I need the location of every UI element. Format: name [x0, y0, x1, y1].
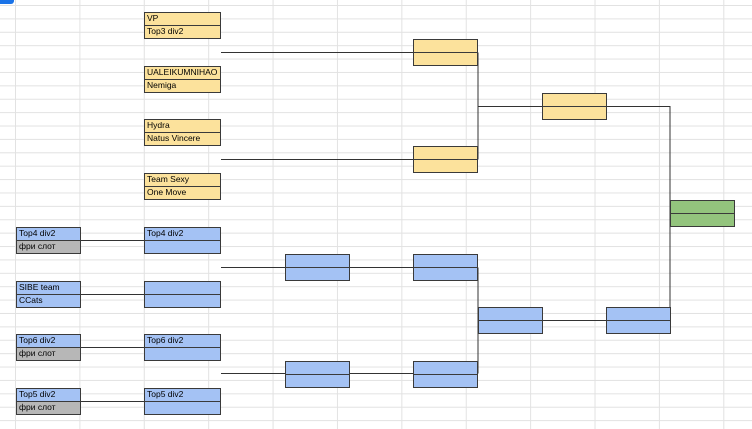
team-cell[interactable]	[413, 375, 478, 388]
team-cell[interactable]: One Move	[144, 187, 221, 200]
free-slot-cell[interactable]: фри слот	[16, 348, 81, 361]
grand-final-cell[interactable]	[670, 214, 735, 227]
team-cell[interactable]	[285, 361, 350, 375]
team-cell[interactable]	[144, 241, 221, 254]
team-cell[interactable]: Top6 div2	[16, 334, 81, 348]
team-cell[interactable]: Hydra	[144, 119, 221, 133]
team-cell[interactable]	[606, 307, 671, 321]
team-cell[interactable]: Top5 div2	[16, 388, 81, 402]
team-cell[interactable]: Top4 div2	[16, 227, 81, 241]
team-cell[interactable]	[413, 53, 478, 66]
team-cell[interactable]: CCats	[16, 295, 81, 308]
team-cell[interactable]: UALEIKUMNIHAO	[144, 66, 221, 80]
team-cell[interactable]	[413, 361, 478, 375]
team-cell[interactable]	[144, 402, 221, 415]
team-cell[interactable]: Top4 div2	[144, 227, 221, 241]
team-cell[interactable]	[413, 39, 478, 53]
team-cell[interactable]: Top3 div2	[144, 26, 221, 39]
team-cell[interactable]	[413, 146, 478, 160]
team-cell[interactable]: VP	[144, 12, 221, 26]
team-cell[interactable]	[478, 321, 543, 334]
sheet-corner-indicator	[0, 0, 14, 4]
free-slot-cell[interactable]: фри слот	[16, 402, 81, 415]
team-cell[interactable]	[542, 93, 607, 107]
team-cell[interactable]	[144, 281, 221, 295]
team-cell[interactable]	[413, 254, 478, 268]
team-cell[interactable]: Top5 div2	[144, 388, 221, 402]
team-cell[interactable]	[285, 254, 350, 268]
grand-final-cell[interactable]	[670, 200, 735, 214]
team-cell[interactable]	[413, 268, 478, 281]
team-cell[interactable]: Natus Vincere	[144, 133, 221, 146]
team-cell[interactable]: Nemiga	[144, 80, 221, 93]
team-cell[interactable]: Top6 div2	[144, 334, 221, 348]
team-cell[interactable]	[542, 107, 607, 120]
connector-grand-final-ub	[607, 106, 671, 321]
team-cell[interactable]	[478, 307, 543, 321]
team-cell[interactable]	[285, 268, 350, 281]
team-cell[interactable]	[285, 375, 350, 388]
team-cell[interactable]: SIBE team	[16, 281, 81, 295]
team-cell[interactable]	[413, 160, 478, 173]
team-cell[interactable]	[144, 295, 221, 308]
team-cell[interactable]	[144, 348, 221, 361]
team-cell[interactable]	[606, 321, 671, 334]
free-slot-cell[interactable]: фри слот	[16, 241, 81, 254]
team-cell[interactable]: Team Sexy	[144, 173, 221, 187]
